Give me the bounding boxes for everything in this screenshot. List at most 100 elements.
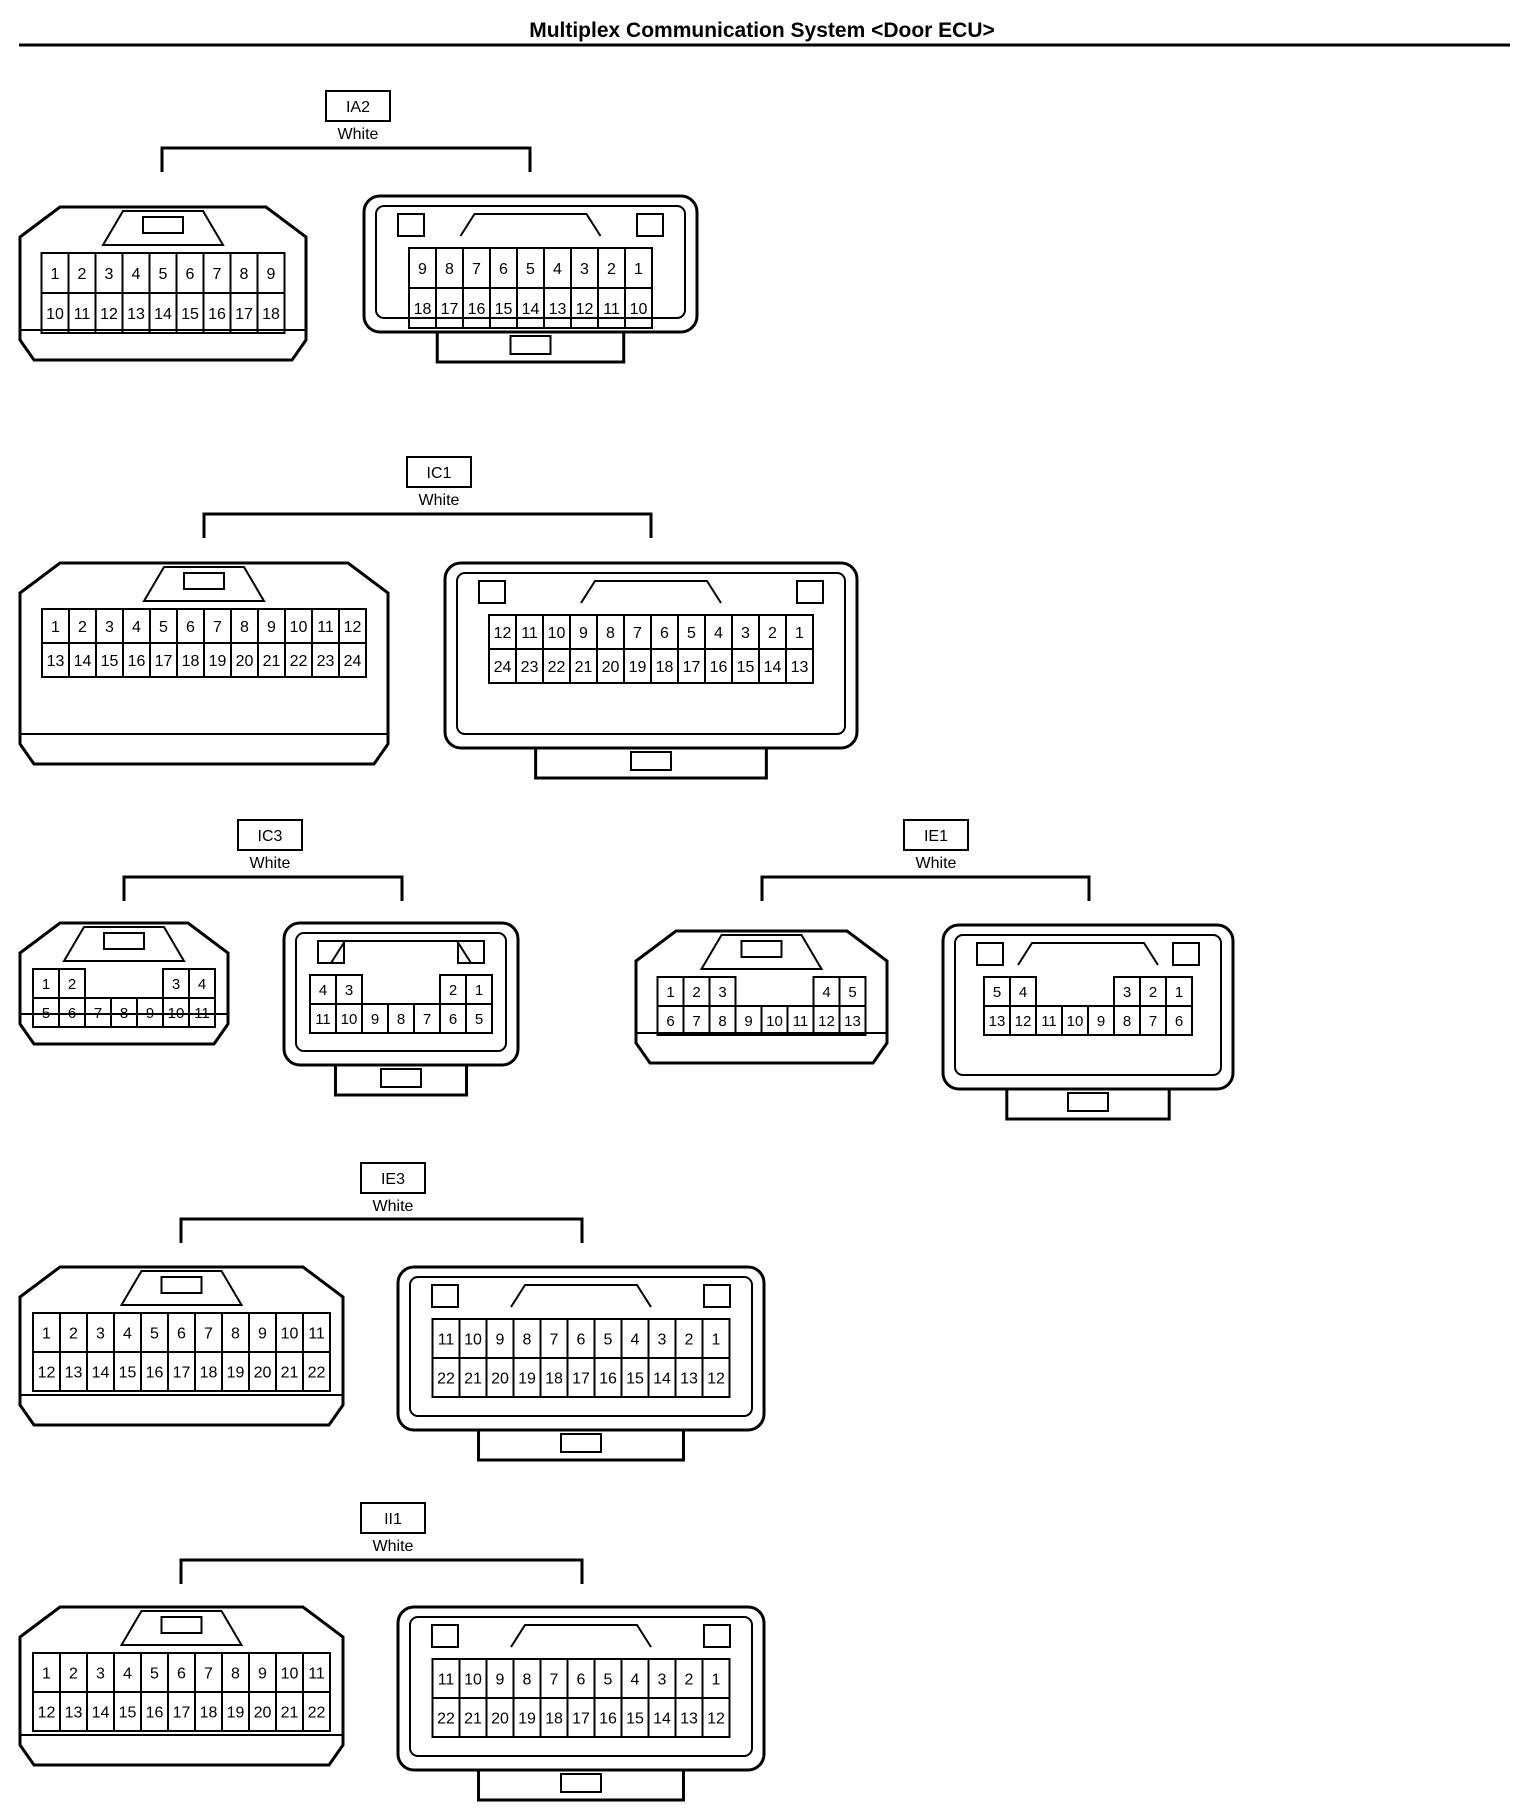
pin-number: 22 bbox=[290, 653, 308, 670]
connector-id: II1 bbox=[384, 1511, 402, 1528]
pin-number: 8 bbox=[718, 1013, 726, 1030]
pin-number: 5 bbox=[42, 1005, 50, 1022]
pin-number: 23 bbox=[317, 653, 335, 670]
pin-number: 21 bbox=[464, 1710, 482, 1727]
pin-number: 1 bbox=[1175, 984, 1183, 1001]
pin-number: 12 bbox=[100, 306, 118, 323]
connector-id-box bbox=[406, 456, 472, 488]
pin-number: 5 bbox=[159, 619, 168, 636]
pin-number: 18 bbox=[545, 1710, 563, 1727]
pin-number: 19 bbox=[227, 1704, 245, 1721]
housing-outline bbox=[443, 561, 859, 750]
pin-number: 1 bbox=[42, 1665, 51, 1682]
pin-number: 1 bbox=[51, 266, 60, 283]
guide-slot bbox=[431, 1624, 459, 1648]
pin-cell bbox=[785, 648, 814, 684]
pin-number: 6 bbox=[186, 619, 195, 636]
connector-id: IC3 bbox=[258, 828, 283, 845]
pin-number: 3 bbox=[718, 984, 726, 1001]
pin-number: 13 bbox=[989, 1013, 1006, 1030]
connector-bracket bbox=[179, 1558, 584, 1584]
pin-number: 6 bbox=[660, 625, 669, 642]
pin-number: 4 bbox=[132, 619, 141, 636]
pin-number: 4 bbox=[822, 984, 830, 1001]
pin-number: 5 bbox=[526, 261, 535, 278]
latch bbox=[580, 580, 722, 604]
pin-number: 22 bbox=[437, 1370, 455, 1387]
pin-number: 6 bbox=[577, 1671, 586, 1688]
pin-number: 8 bbox=[231, 1665, 240, 1682]
pin-number: 20 bbox=[602, 659, 620, 676]
pin-number: 1 bbox=[712, 1671, 721, 1688]
pin-number: 9 bbox=[267, 266, 276, 283]
pin-number: 18 bbox=[545, 1370, 563, 1387]
pin-number: 13 bbox=[791, 659, 809, 676]
latch bbox=[699, 934, 824, 970]
pin-number: 8 bbox=[231, 1325, 240, 1342]
connector-id-box bbox=[360, 1502, 426, 1534]
pin-number: 16 bbox=[208, 306, 226, 323]
pin-number: 15 bbox=[626, 1370, 644, 1387]
lock-tab bbox=[560, 1433, 602, 1453]
pin-number: 12 bbox=[576, 301, 594, 318]
pin-number: 18 bbox=[200, 1704, 218, 1721]
connector-id-box bbox=[325, 90, 391, 122]
pin-number: 22 bbox=[548, 659, 566, 676]
pin-number: 13 bbox=[844, 1013, 861, 1030]
pin-number: 14 bbox=[92, 1704, 110, 1721]
latch bbox=[510, 1284, 652, 1308]
latch-tab bbox=[142, 216, 184, 234]
pin-number: 22 bbox=[437, 1710, 455, 1727]
pin-number: 12 bbox=[707, 1370, 725, 1387]
latch-tab bbox=[740, 940, 783, 958]
pin-number: 7 bbox=[423, 1011, 431, 1028]
pin-number: 7 bbox=[204, 1325, 213, 1342]
pin-number: 12 bbox=[344, 619, 362, 636]
pin-number: 17 bbox=[683, 659, 701, 676]
pin-number: 1 bbox=[795, 625, 804, 642]
pin-number: 3 bbox=[172, 976, 180, 993]
pin-cell bbox=[701, 1357, 731, 1398]
latch bbox=[330, 940, 472, 964]
connector-id: IA2 bbox=[346, 99, 370, 116]
housing-outline bbox=[282, 921, 520, 1067]
pin-number: 16 bbox=[146, 1364, 164, 1381]
guide-slot bbox=[703, 1284, 731, 1308]
pin-number: 6 bbox=[577, 1331, 586, 1348]
pin-number: 6 bbox=[449, 1011, 457, 1028]
pin-number: 18 bbox=[182, 653, 200, 670]
pin-number: 14 bbox=[154, 306, 172, 323]
pin-number: 9 bbox=[496, 1331, 505, 1348]
pin-number: 15 bbox=[119, 1364, 137, 1381]
housing-inner bbox=[409, 1616, 753, 1757]
latch bbox=[119, 1610, 244, 1646]
connector-bracket bbox=[179, 1217, 584, 1243]
pin-number: 7 bbox=[633, 625, 642, 642]
pin-number: 2 bbox=[1149, 984, 1157, 1001]
guide-slot bbox=[703, 1624, 731, 1648]
connector-color: White bbox=[373, 1538, 414, 1555]
pin-number: 12 bbox=[38, 1704, 56, 1721]
pin-number: 13 bbox=[549, 301, 567, 318]
housing-inner bbox=[456, 572, 846, 735]
pin-number: 2 bbox=[69, 1325, 78, 1342]
pin-number: 15 bbox=[101, 653, 119, 670]
pin-number: 2 bbox=[768, 625, 777, 642]
pin-number: 8 bbox=[523, 1331, 532, 1348]
pin-number: 21 bbox=[281, 1364, 299, 1381]
guide-slot bbox=[317, 940, 345, 964]
pin-number: 1 bbox=[712, 1331, 721, 1348]
connector-color: White bbox=[419, 492, 460, 509]
housing-outline bbox=[18, 561, 390, 766]
pin-number: 20 bbox=[491, 1370, 509, 1387]
pin-number: 20 bbox=[254, 1704, 272, 1721]
pin-number: 10 bbox=[464, 1671, 482, 1688]
pin-number: 12 bbox=[1015, 1013, 1032, 1030]
